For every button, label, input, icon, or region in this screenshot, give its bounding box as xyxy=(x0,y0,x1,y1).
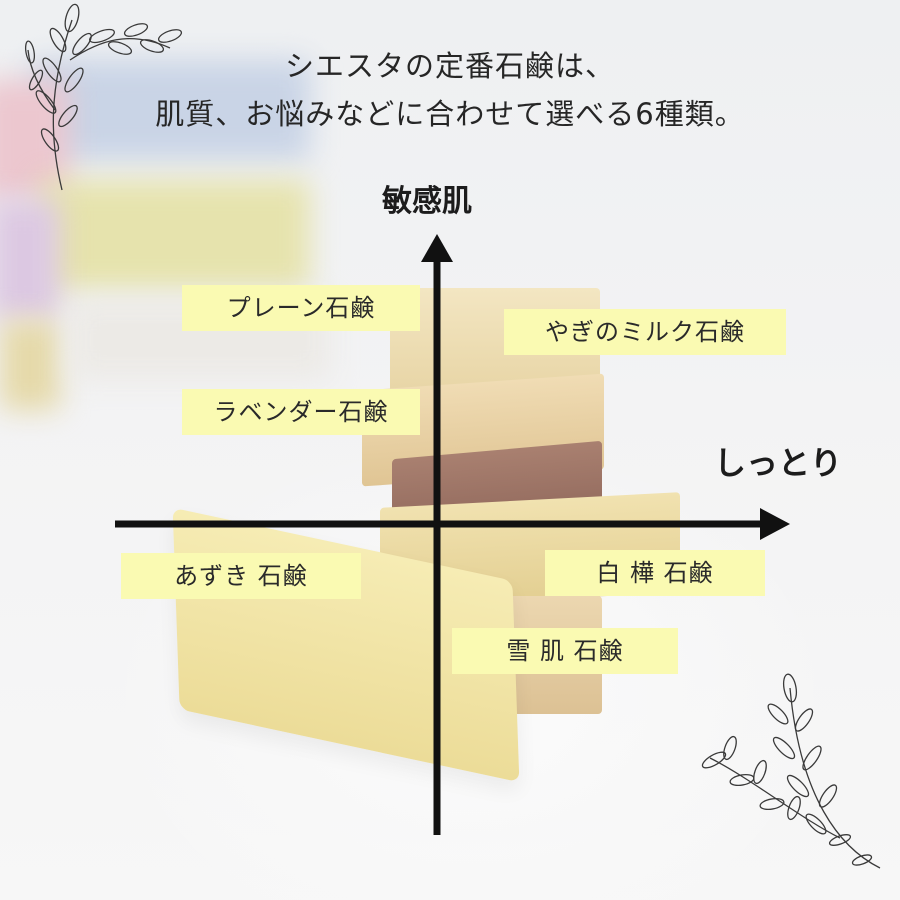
tag-birch-soap: 白 樺 石鹸 xyxy=(545,550,765,596)
tag-plain-soap: プレーン石鹸 xyxy=(182,285,420,331)
headline: シエスタの定番石鹸は、 肌質、お悩みなどに合わせて選べる6種類。 xyxy=(0,42,900,138)
headline-line-2: 肌質、お悩みなどに合わせて選べる6種類。 xyxy=(155,97,745,131)
vertical-axis-arrowhead xyxy=(421,234,453,262)
headline-line-1: シエスタの定番石鹸は、 xyxy=(284,49,615,83)
bg-soap-lilac xyxy=(0,200,60,320)
leaf-branch-icon xyxy=(701,673,881,869)
tag-goat-milk-soap: やぎのミルク石鹸 xyxy=(504,309,786,355)
horizontal-axis-label: しっとり xyxy=(714,444,843,482)
bg-soap-yellow xyxy=(40,180,310,290)
vertical-axis-label: 敏感肌 xyxy=(382,184,472,219)
leaf-branch-icon xyxy=(24,3,183,191)
bg-soap-cream xyxy=(0,320,60,410)
horizontal-axis-arrowhead xyxy=(760,508,790,540)
tag-snow-skin-soap: 雪 肌 石鹸 xyxy=(452,628,678,674)
tag-azuki-soap: あずき 石鹸 xyxy=(121,553,361,599)
tag-lavender-soap: ラベンダー石鹸 xyxy=(182,389,420,435)
